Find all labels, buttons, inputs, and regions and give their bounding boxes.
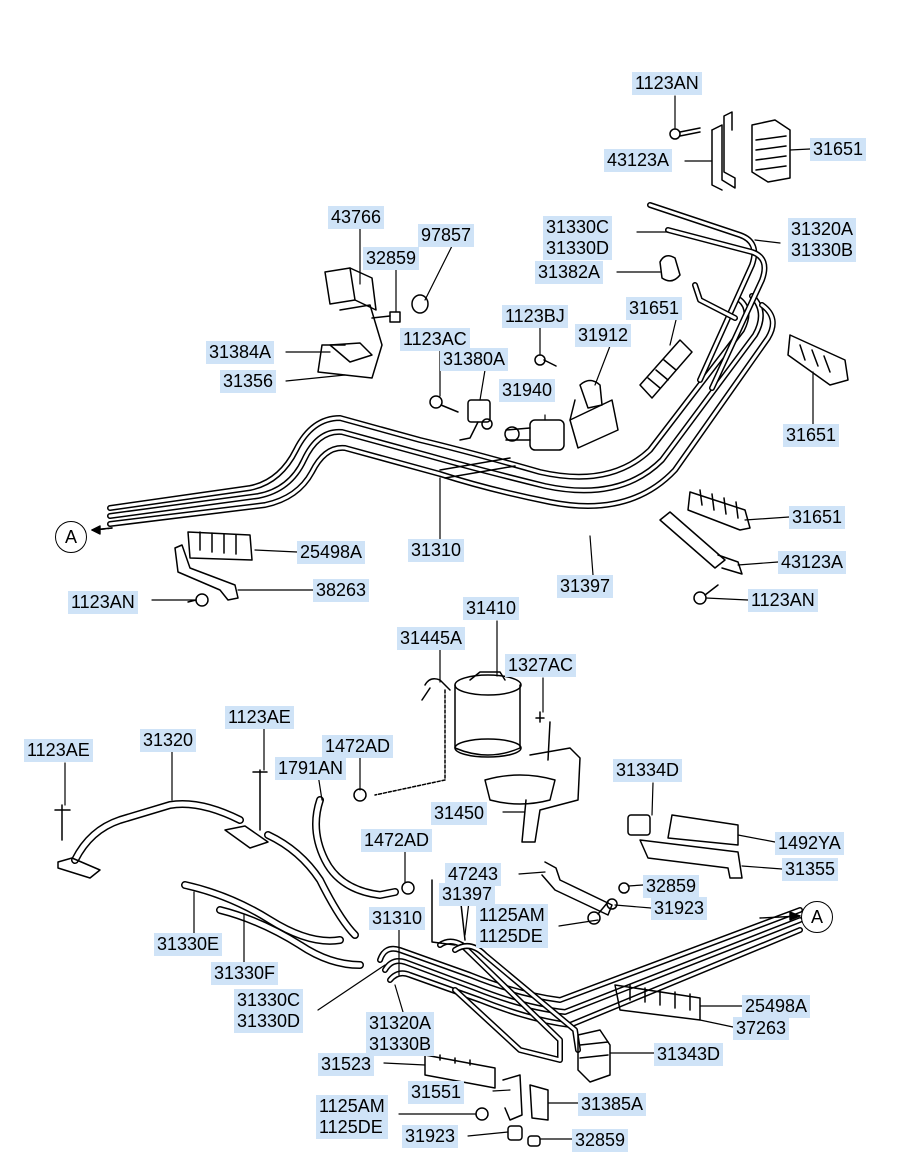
- part-label-31940[interactable]: 31940: [499, 379, 556, 402]
- part-label-1123ae-mid[interactable]: 1123AE: [225, 706, 294, 729]
- part-label-1472ad-bot[interactable]: 1472AD: [361, 829, 433, 852]
- part-label-1472ad-top[interactable]: 1472AD: [322, 735, 394, 758]
- part-label-32859-mid[interactable]: 32859: [643, 875, 700, 898]
- part-label-32859-top[interactable]: 32859: [363, 247, 420, 270]
- part-label-31320a-31330b-bot[interactable]: 31320A 31330B: [366, 1012, 435, 1056]
- part-label-32859-bot[interactable]: 32859: [572, 1129, 629, 1152]
- part-label-1327ac[interactable]: 1327AC: [505, 654, 577, 677]
- part-label-31382a[interactable]: 31382A: [535, 261, 604, 284]
- part-label-31310-top[interactable]: 31310: [408, 539, 465, 562]
- part-label-31651-mid[interactable]: 31651: [626, 297, 683, 320]
- part-label-1125am-1125de-mid[interactable]: 1125AM 1125DE: [476, 904, 548, 948]
- part-label-31445a[interactable]: 31445A: [397, 627, 466, 650]
- part-label-31385a[interactable]: 31385A: [578, 1093, 647, 1116]
- part-label-47243[interactable]: 47243: [445, 863, 502, 886]
- part-label-31355[interactable]: 31355: [782, 858, 839, 881]
- part-label-31397-mid[interactable]: 31397: [439, 883, 496, 906]
- part-label-31330c-31330d-bot[interactable]: 31330C 31330D: [234, 989, 304, 1033]
- part-label-43766[interactable]: 43766: [328, 206, 385, 229]
- part-label-43123a-top[interactable]: 43123A: [604, 149, 673, 172]
- part-label-31384a[interactable]: 31384A: [206, 341, 275, 364]
- ref-arrows: [91, 525, 801, 921]
- part-label-31380a[interactable]: 31380A: [440, 348, 509, 371]
- part-label-1123bj[interactable]: 1123BJ: [502, 305, 568, 328]
- part-label-1123ae-left[interactable]: 1123AE: [24, 739, 93, 762]
- part-label-1123an-right[interactable]: 1123AN: [748, 589, 818, 612]
- part-label-31410[interactable]: 31410: [463, 597, 520, 620]
- ref-marker-a-left: A: [55, 521, 87, 553]
- part-label-25498a-right[interactable]: 25498A: [742, 995, 811, 1018]
- ref-marker-a-right: A: [801, 901, 833, 933]
- part-label-31912[interactable]: 31912: [575, 324, 632, 347]
- part-label-31651-right[interactable]: 31651: [783, 424, 840, 447]
- part-label-31330f[interactable]: 31330F: [211, 962, 279, 985]
- part-label-1123an-left[interactable]: 1123AN: [68, 591, 138, 614]
- part-label-31330e[interactable]: 31330E: [154, 933, 223, 956]
- upper-fuel-line-bundle: [94, 202, 776, 531]
- part-label-1123ac[interactable]: 1123AC: [400, 328, 470, 351]
- part-label-31923-bot[interactable]: 31923: [402, 1125, 459, 1148]
- part-label-31397-top[interactable]: 31397: [557, 575, 614, 598]
- part-label-31343d[interactable]: 31343D: [654, 1043, 724, 1066]
- part-label-31330c-31330d-top[interactable]: 31330C 31330D: [543, 216, 613, 260]
- part-label-31450[interactable]: 31450: [431, 802, 488, 825]
- part-label-31551[interactable]: 31551: [408, 1081, 465, 1104]
- part-label-31320[interactable]: 31320: [140, 729, 197, 752]
- leader-lines: [64, 95, 814, 1140]
- part-label-1125am-1125de-bot[interactable]: 1125AM 1125DE: [316, 1095, 388, 1139]
- part-label-1791an[interactable]: 1791AN: [275, 757, 347, 780]
- part-label-31320a-31330b-top[interactable]: 31320A 31330B: [788, 218, 857, 262]
- part-label-31923-mid[interactable]: 31923: [651, 897, 708, 920]
- part-label-1123an-top[interactable]: 1123AN: [632, 72, 702, 95]
- part-label-31523[interactable]: 31523: [318, 1053, 375, 1076]
- lower-fuel-line-bundle: [377, 879, 803, 1063]
- part-label-25498a-left[interactable]: 25498A: [297, 541, 366, 564]
- canister-group: [353, 671, 581, 843]
- part-label-31356[interactable]: 31356: [220, 370, 277, 393]
- part-label-43123a-lower[interactable]: 43123A: [778, 551, 847, 574]
- part-label-31651-top[interactable]: 31651: [810, 138, 867, 161]
- upper-parts: [174, 111, 849, 607]
- part-label-31651-lower[interactable]: 31651: [789, 506, 846, 529]
- part-label-97857[interactable]: 97857: [418, 224, 475, 247]
- part-label-38263[interactable]: 38263: [313, 579, 370, 602]
- part-label-1492ya[interactable]: 1492YA: [775, 832, 844, 855]
- part-label-31310-bot[interactable]: 31310: [369, 907, 426, 930]
- part-label-37263[interactable]: 37263: [733, 1017, 790, 1040]
- part-label-31334d[interactable]: 31334D: [613, 759, 683, 782]
- lower-hoses: [54, 769, 415, 969]
